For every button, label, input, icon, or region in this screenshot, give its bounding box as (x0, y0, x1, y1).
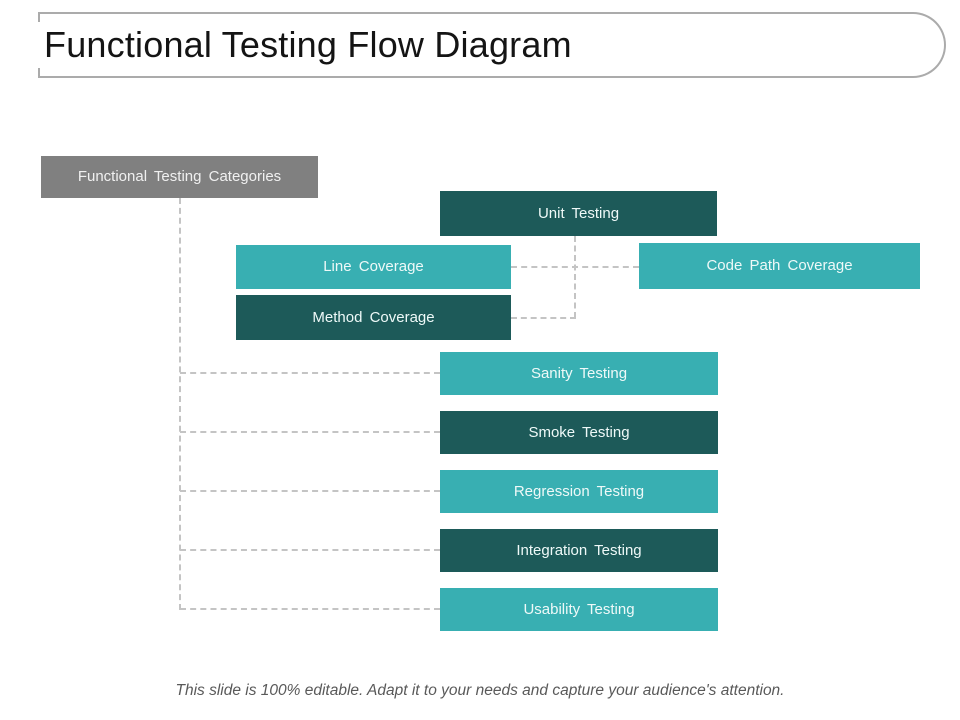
connector-to-sanity-testing (180, 372, 440, 374)
node-method-coverage: Method Coverage (236, 295, 511, 340)
node-integration-testing: Integration Testing (440, 529, 718, 572)
footer-note: This slide is 100% editable. Adapt it to… (175, 682, 785, 699)
connector-to-regression-testing (180, 490, 440, 492)
node-smoke-testing: Smoke Testing (440, 411, 718, 454)
node-usability-testing: Usability Testing (440, 588, 718, 631)
node-label: Regression Testing (513, 482, 645, 500)
node-unit-testing: Unit Testing (440, 191, 717, 236)
page-title: Functional Testing Flow Diagram (44, 24, 572, 65)
node-label: Usability Testing (523, 600, 635, 618)
node-label: Integration Testing (516, 541, 642, 559)
node-regression-testing: Regression Testing (440, 470, 718, 513)
connector-to-smoke-testing (180, 431, 440, 433)
node-functional-testing-categories: Functional Testing Categories (41, 156, 318, 198)
node-label: Method Coverage (312, 308, 435, 326)
title-banner-left-stub-top (38, 12, 40, 22)
connector-root-vertical (179, 198, 181, 610)
node-label: Line Coverage (323, 258, 424, 275)
node-label: Smoke Testing (528, 423, 630, 441)
node-label: Code Path Coverage (706, 257, 853, 274)
node-line-coverage: Line Coverage (236, 245, 511, 289)
node-code-path-coverage: Code Path Coverage (639, 243, 920, 289)
connector-method-coverage (511, 317, 576, 319)
title-banner-left-stub-bottom (38, 68, 40, 78)
title-banner (38, 12, 946, 78)
connector-to-integration-testing (180, 549, 440, 551)
node-label: Functional Testing Categories (77, 168, 282, 185)
connector-to-usability-testing (180, 608, 440, 610)
node-sanity-testing: Sanity Testing (440, 352, 718, 395)
node-label: Unit Testing (537, 204, 620, 222)
connector-line-to-code-path-coverage (511, 266, 639, 268)
connector-unit-testing-vertical (574, 236, 576, 318)
node-label: Sanity Testing (530, 364, 628, 382)
